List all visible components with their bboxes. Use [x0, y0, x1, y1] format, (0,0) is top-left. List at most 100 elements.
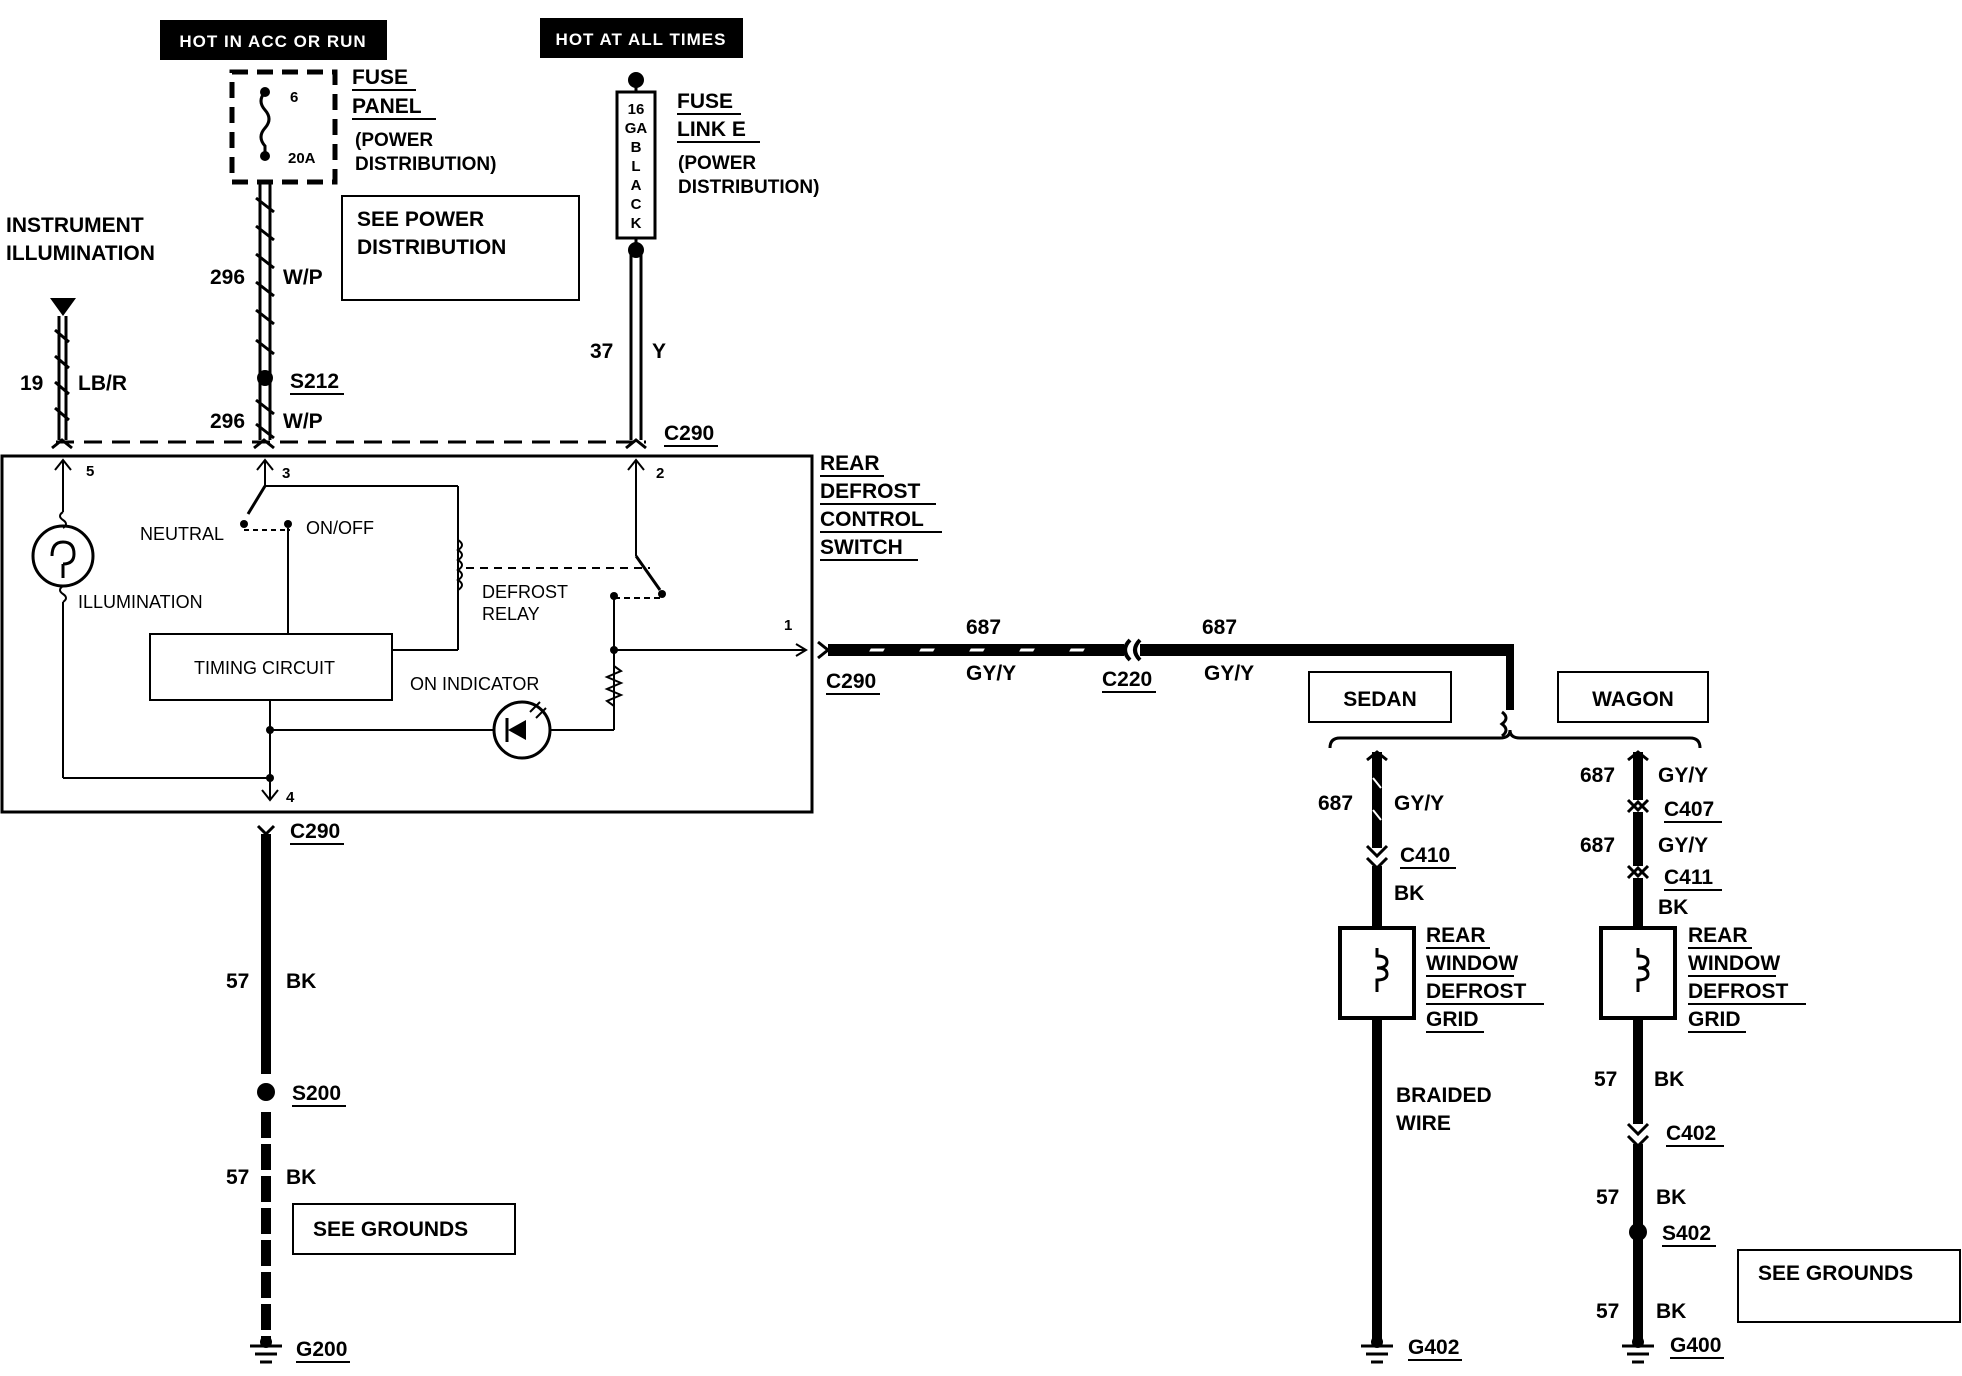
wagon-grid-line-2: WINDOW: [1688, 952, 1780, 975]
resistor-icon: [604, 665, 624, 707]
fuse-number: 6: [290, 89, 298, 106]
wire-19: [54, 316, 70, 440]
fuse-link-gauge-6: K: [631, 215, 642, 232]
hot-acc-run-label: HOT IN ACC OR RUN: [179, 32, 366, 51]
s212-splice-dot-icon: [257, 370, 273, 386]
sedan-box: SEDAN: [1308, 671, 1452, 723]
wagon-57-c-circuit: 57: [1596, 1300, 1619, 1323]
see-grounds-left-box: SEE GROUNDS: [292, 1203, 516, 1255]
c407-label: C407: [1664, 798, 1714, 821]
wagon-bk-color: BK: [1658, 896, 1688, 919]
sedan-grid-line-2: WINDOW: [1426, 952, 1518, 975]
fuse-panel-sub-1: (POWER: [355, 130, 433, 151]
fuse-link: 16 GA B L A C K: [615, 72, 657, 258]
wire-19-circuit: 19: [20, 372, 43, 395]
hot-acc-run-tag: HOT IN ACC OR RUN: [160, 20, 387, 60]
wire-296-bottom-circuit: 296: [210, 410, 245, 433]
pin-2-label: 2: [656, 465, 664, 482]
fuse-link-sub-1: (POWER: [678, 153, 756, 174]
wire-19-color: LB/R: [78, 372, 127, 395]
g402-ground-icon: [1361, 1344, 1393, 1364]
see-power-line-1: SEE POWER: [357, 208, 484, 231]
braided-wire-line-1: BRAIDED: [1396, 1084, 1492, 1107]
switch-title-3: CONTROL: [820, 508, 924, 531]
fuse-link-gauge-4: A: [631, 177, 642, 194]
wire-296: [255, 182, 275, 440]
sedan-label: SEDAN: [1343, 688, 1417, 711]
wagon-box: WAGON: [1557, 671, 1709, 723]
sedan-defrost-grid-icon: [1338, 926, 1416, 1020]
s200-splice-dot-icon: [257, 1083, 275, 1101]
timing-circuit-label: TIMING CIRCUIT: [194, 658, 335, 678]
hot-all-times-label: HOT AT ALL TIMES: [556, 30, 727, 49]
braided-wire-line-2: WIRE: [1396, 1112, 1451, 1135]
neutral-label: NEUTRAL: [140, 524, 224, 544]
see-grounds-right-label: SEE GROUNDS: [1758, 1262, 1913, 1285]
wagon-57-a-circuit: 57: [1594, 1068, 1617, 1091]
c290-top-connector-icon: [51, 438, 647, 450]
pin-5-label: 5: [86, 463, 94, 480]
s200-label: S200: [292, 1082, 341, 1105]
wagon-687-a-color: GY/Y: [1658, 764, 1708, 787]
wire-687-left-color: GY/Y: [966, 662, 1016, 685]
defrost-relay-label-2: RELAY: [482, 604, 540, 624]
hot-all-times-tag: HOT AT ALL TIMES: [540, 18, 743, 58]
fuse-bottom-dot-icon: [260, 151, 270, 161]
main-57-top-color: BK: [286, 970, 316, 993]
on-indicator-label: ON INDICATOR: [410, 674, 539, 694]
fuse-rating: 20A: [288, 150, 316, 167]
wagon-grid-line-1: REAR: [1688, 924, 1748, 947]
s212-label: S212: [290, 370, 339, 393]
wire-37-color: Y: [652, 340, 666, 363]
wagon-grid-line-3: DEFROST: [1688, 980, 1789, 1003]
pin-1-label: 1: [784, 617, 792, 634]
see-power-distribution-box: SEE POWER DISTRIBUTION: [341, 195, 580, 301]
wire-296-top-circuit: 296: [210, 266, 245, 289]
s402-label: S402: [1662, 1222, 1711, 1245]
switch-title-2: DEFROST: [820, 480, 921, 503]
c402-label: C402: [1666, 1122, 1716, 1145]
switch-title-4: SWITCH: [820, 536, 903, 559]
c290-right-label: C290: [826, 670, 876, 693]
sedan-branch-wiring: [1338, 750, 1416, 1364]
wire-687-right-circuit: 687: [1202, 616, 1237, 639]
wire-296-top-color: W/P: [283, 266, 323, 289]
fuse-element-icon: [259, 91, 271, 156]
timing-circuit-box: [149, 633, 393, 701]
fuse-panel-title-2: PANEL: [352, 95, 422, 118]
wire-687-horizontal: [817, 638, 1514, 738]
sedan-bk-color: BK: [1394, 882, 1424, 905]
g200-ground-icon: [250, 1344, 282, 1364]
wagon-57-c-color: BK: [1656, 1300, 1686, 1323]
fuse-link-gauge-0: 16: [628, 101, 645, 118]
wagon-57-b-color: BK: [1656, 1186, 1686, 1209]
illumination-label: ILLUMINATION: [78, 592, 203, 612]
pin-3-label: 3: [282, 465, 290, 482]
on-off-label: ON/OFF: [306, 518, 374, 538]
switch-title-1: REAR: [820, 452, 880, 475]
wagon-57-b-circuit: 57: [1596, 1186, 1619, 1209]
see-grounds-right-box: SEE GROUNDS: [1737, 1249, 1961, 1323]
c290-bottom-label: C290: [290, 820, 340, 843]
wagon-label: WAGON: [1592, 688, 1674, 711]
sedan-687-color: GY/Y: [1394, 792, 1444, 815]
see-grounds-left-label: SEE GROUNDS: [313, 1218, 468, 1241]
fuse-link-gauge-2: B: [631, 139, 642, 156]
c290-top-label: C290: [664, 422, 714, 445]
sedan-687-circuit: 687: [1318, 792, 1353, 815]
fuse-link-title-1: FUSE: [677, 90, 733, 113]
wire-687-right-color: GY/Y: [1204, 662, 1254, 685]
g200-label: G200: [296, 1338, 347, 1361]
defrost-relay-coil-icon: [456, 539, 463, 591]
rear-defrost-control-switch-box: [0, 454, 814, 814]
main-57-bottom-circuit: 57: [226, 1166, 249, 1189]
switch-internal-wiring: [31, 458, 808, 802]
fuse-link-gauge-1: GA: [625, 120, 648, 137]
g402-label: G402: [1408, 1336, 1459, 1359]
main-57-top-circuit: 57: [226, 970, 249, 993]
fuse-link-title-2: LINK E: [677, 118, 746, 141]
variant-brace-icon: [1328, 729, 1702, 749]
fuse-link-gauge-3: L: [631, 158, 640, 175]
defrost-relay-label-1: DEFROST: [482, 582, 568, 602]
